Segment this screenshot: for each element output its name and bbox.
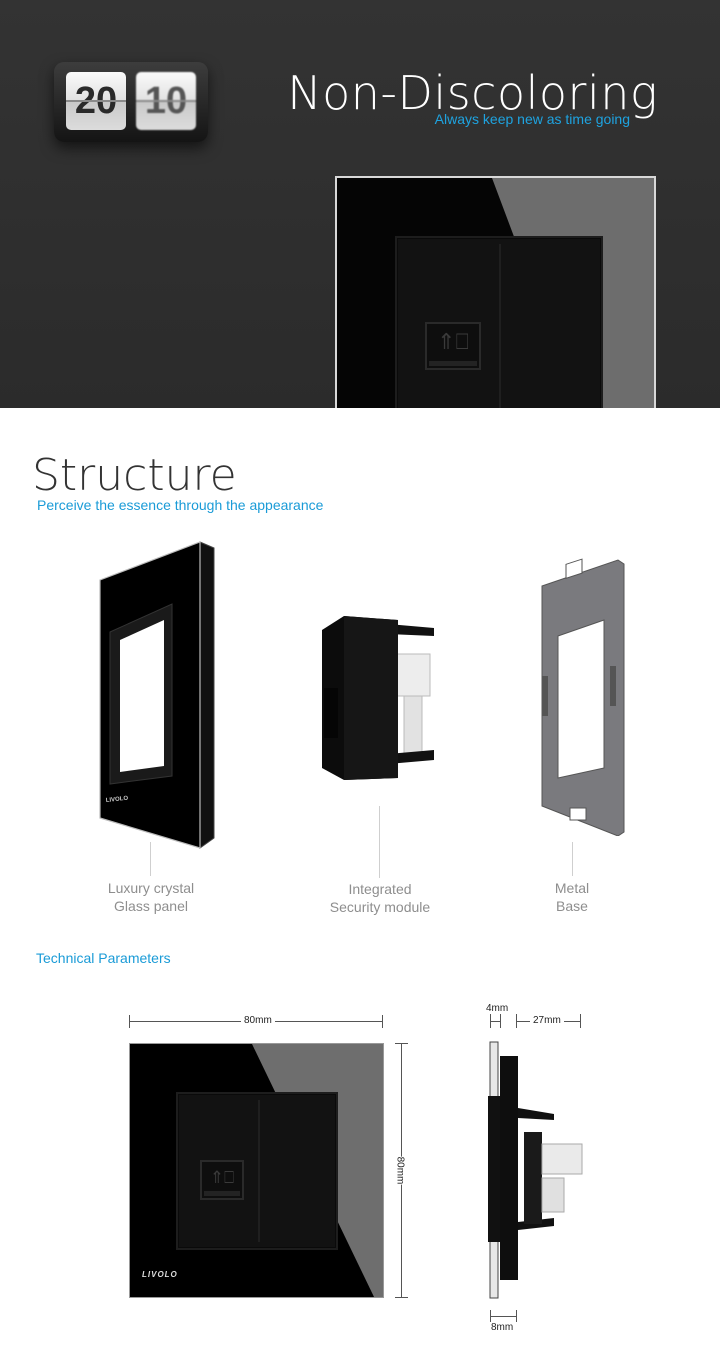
width-label: 80mm bbox=[241, 1015, 275, 1026]
socket-front-view: ⇑⎕ LIVOLO bbox=[129, 1043, 384, 1298]
height-label: 80mm bbox=[392, 1156, 408, 1185]
glass-panel-image: LIVOLO bbox=[99, 541, 215, 849]
glass-thickness-label: 4mm bbox=[486, 1003, 509, 1014]
metal-base-image bbox=[541, 558, 625, 836]
label-line: Metal bbox=[554, 880, 590, 896]
front-socket-module: ⇑⎕ bbox=[176, 1092, 338, 1250]
label-security-module: Integrated Security module bbox=[300, 880, 460, 916]
hero-subtitle: Always keep new as time going bbox=[434, 111, 630, 127]
structure-title: Structure bbox=[32, 450, 237, 501]
label-line: Security module bbox=[329, 899, 431, 915]
ethernet-port-icon: ⇑⎕ bbox=[425, 322, 481, 370]
panel-logo: LIVOLO bbox=[106, 796, 129, 804]
depth-label: 27mm bbox=[530, 1015, 564, 1026]
label-line: Luxury crystal bbox=[107, 880, 195, 896]
flip-clock-digits-right: 10 bbox=[136, 72, 196, 130]
base-thickness-label: 8mm bbox=[491, 1322, 514, 1333]
socket-side-view bbox=[488, 1041, 583, 1299]
security-module-image bbox=[322, 616, 434, 780]
technical-parameters-title: Technical Parameters bbox=[36, 950, 171, 966]
front-logo: LIVOLO bbox=[142, 1270, 178, 1279]
flip-clock-icon: 20 10 bbox=[54, 62, 208, 142]
label-line: Base bbox=[556, 898, 588, 914]
label-metal-base: Metal Base bbox=[492, 879, 652, 915]
label-line: Glass panel bbox=[114, 898, 188, 914]
socket-closeup-image: ⇑⎕ bbox=[335, 176, 656, 408]
front-ethernet-port-icon: ⇑⎕ bbox=[200, 1160, 244, 1200]
socket-module: ⇑⎕ bbox=[395, 236, 603, 408]
label-glass-panel: Luxury crystal Glass panel bbox=[71, 879, 231, 915]
flip-clock-digits-left: 20 bbox=[66, 72, 126, 130]
non-discoloring-banner: 20 10 Non-Discoloring Always keep new as… bbox=[0, 0, 720, 408]
structure-subtitle: Perceive the essence through the appeara… bbox=[37, 497, 324, 513]
hero-title: Non-Discoloring bbox=[287, 66, 658, 120]
label-line: Integrated bbox=[348, 881, 412, 897]
